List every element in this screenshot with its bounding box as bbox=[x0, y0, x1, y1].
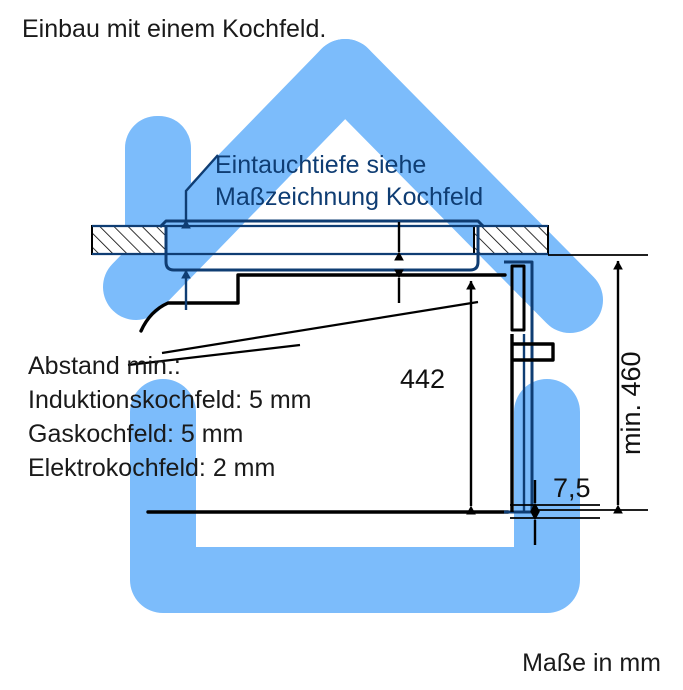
annotation-immersion-depth: Eintauchtiefe siehe Maßzeichnung Kochfel… bbox=[215, 151, 483, 211]
dimension-442: 442 bbox=[400, 280, 476, 515]
oven-door-profile bbox=[504, 260, 555, 514]
clearance-leader-lines bbox=[127, 343, 301, 367]
annotation-immersion-depth-line1: Eintauchtiefe siehe bbox=[215, 151, 426, 179]
annotation-immersion-depth-line2: Maßzeichnung Kochfeld bbox=[215, 183, 483, 211]
units-note: Maße in mm bbox=[522, 649, 661, 677]
dimension-442-label: 442 bbox=[400, 364, 445, 394]
annotation-clearance: Abstand min.: Induktionskochfeld: 5 mm G… bbox=[28, 352, 311, 482]
cooktop-outline bbox=[92, 219, 548, 272]
annotation-clearance-item-2: Elektrokochfeld: 2 mm bbox=[28, 454, 275, 482]
oven-body-outline bbox=[139, 273, 510, 514]
dimension-immersion-depth bbox=[181, 154, 404, 310]
page-title: Einbau mit einem Kochfeld. bbox=[22, 15, 327, 43]
dimension-7-5-label: 7,5 bbox=[553, 473, 591, 503]
dimension-min-460: min. 460 bbox=[536, 254, 648, 514]
countertop-section bbox=[91, 225, 549, 255]
annotation-clearance-item-0: Induktionskochfeld: 5 mm bbox=[28, 386, 311, 414]
house-silhouette-icon bbox=[103, 39, 603, 613]
dimension-min-460-label: min. 460 bbox=[616, 351, 646, 455]
annotation-clearance-item-1: Gaskochfeld: 5 mm bbox=[28, 420, 243, 448]
annotation-clearance-heading: Abstand min.: bbox=[28, 352, 181, 380]
dimension-7-5: 7,5 bbox=[510, 473, 600, 545]
